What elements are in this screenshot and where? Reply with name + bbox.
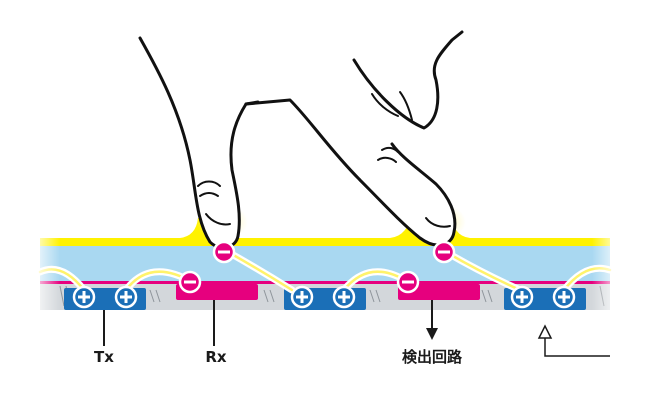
- positive-charge-1: [72, 285, 96, 309]
- rx-electrode-2: [398, 284, 480, 300]
- positive-charge-5: [510, 285, 534, 309]
- right-finger: [352, 30, 464, 130]
- right-fingertip: [358, 142, 457, 247]
- positive-charges: [72, 285, 576, 309]
- positive-charge-3: [290, 285, 314, 309]
- detection-arrow: [426, 300, 438, 340]
- left-finger: [138, 36, 260, 250]
- detection-circuit-label: 検出回路: [402, 348, 463, 366]
- tx-label: Tx: [94, 348, 114, 366]
- negative-charge-rx-right: [396, 270, 420, 294]
- fade-left: [30, 230, 60, 320]
- positive-charge-2: [114, 285, 138, 309]
- hand-illustration: [138, 30, 464, 250]
- positive-charge-4: [332, 285, 356, 309]
- rx-label: Rx: [205, 348, 227, 366]
- negative-charges: [178, 240, 456, 294]
- fade-right: [592, 230, 622, 320]
- tx-electrodes: [64, 288, 586, 310]
- glass-layer: [40, 212, 610, 246]
- negative-charge-rx-left: [178, 270, 202, 294]
- drive-signal-path: [537, 324, 610, 357]
- negative-charge-finger-left: [212, 240, 236, 264]
- rx-line: [40, 281, 610, 284]
- finger-details: [197, 91, 451, 228]
- negative-charge-finger-right: [432, 240, 456, 264]
- positive-charge-6: [552, 285, 576, 309]
